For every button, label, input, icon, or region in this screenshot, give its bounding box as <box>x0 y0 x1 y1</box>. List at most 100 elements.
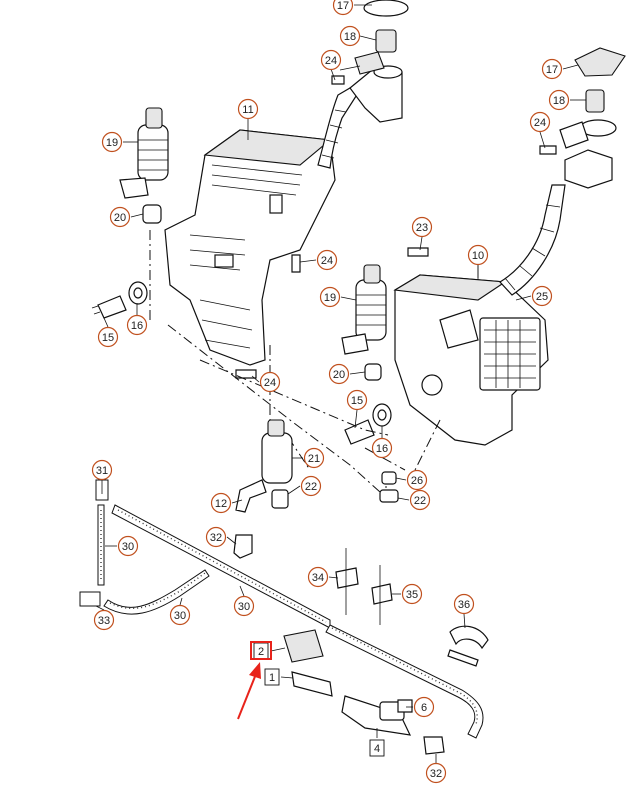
right-pump-19 <box>341 264 387 381</box>
callout-leader <box>330 68 336 81</box>
callout-circle <box>548 89 570 111</box>
callout-circle <box>126 314 148 336</box>
left-connector-15 <box>91 281 148 319</box>
callout-label: 19 <box>106 137 118 149</box>
callout-label: 18 <box>344 31 356 43</box>
callout-circle <box>205 526 227 548</box>
callout-16: 16 <box>126 303 148 336</box>
callout-label: 16 <box>131 320 143 332</box>
callout-30: 30 <box>105 535 139 557</box>
callout-label: 35 <box>406 589 418 601</box>
callout-box <box>264 668 280 686</box>
callout-12: 12 <box>210 492 243 514</box>
callout-label: 17 <box>546 64 558 76</box>
callout-33: 33 <box>93 605 115 631</box>
pump-21 <box>235 419 293 513</box>
callout-35: 35 <box>392 583 423 605</box>
callout-circle <box>117 535 139 557</box>
callout-label: 24 <box>325 55 337 67</box>
callout-label: 26 <box>411 475 423 487</box>
callout-11: 11 <box>237 98 259 120</box>
callout-17: 17 <box>541 58 579 80</box>
callout-34: 34 <box>307 566 339 588</box>
callout-30: 30 <box>169 597 191 626</box>
callout-24: 24 <box>320 49 342 81</box>
callout-15: 15 <box>346 389 368 429</box>
callout-label: 20 <box>333 369 345 381</box>
callout-32: 32 <box>425 754 447 784</box>
callout-leader <box>130 213 144 218</box>
callout-circle <box>319 286 341 308</box>
callout-circle <box>541 58 563 80</box>
callout-18: 18 <box>548 89 586 111</box>
callout-label: 17 <box>337 0 349 12</box>
callout-circle <box>453 593 475 615</box>
callout-circle <box>467 244 489 266</box>
callouts: 1718241718241119202423102515161924201516… <box>91 0 586 784</box>
callout-leader <box>463 613 466 629</box>
callout-label: 22 <box>305 481 317 493</box>
red-arrow <box>237 662 261 720</box>
callout-label: 15 <box>351 395 363 407</box>
callout-22: 22 <box>397 489 431 511</box>
callout-leader <box>270 647 286 652</box>
callout-circle <box>406 469 428 491</box>
callout-10: 10 <box>467 244 489 278</box>
callout-circle <box>101 131 123 153</box>
callout-circle <box>91 459 113 481</box>
bolts <box>235 75 557 379</box>
callout-leader <box>328 576 339 579</box>
callout-circle <box>303 447 325 469</box>
callout-circle <box>109 206 131 228</box>
callout-circle <box>425 762 447 784</box>
callout-circle <box>328 363 350 385</box>
callout-circle <box>259 371 281 393</box>
callout-23: 23 <box>411 216 433 251</box>
callout-leader <box>395 477 407 481</box>
left-filler-neck <box>317 0 409 169</box>
callout-label: 1 <box>269 672 275 684</box>
left-washer-reservoir <box>164 108 336 366</box>
callout-circle <box>371 437 393 459</box>
callout-15: 15 <box>97 317 119 348</box>
callout-leader <box>231 499 243 504</box>
callout-label: 24 <box>264 377 276 389</box>
callout-leader <box>349 371 366 375</box>
highlight-box <box>250 641 272 660</box>
callout-label: 22 <box>414 495 426 507</box>
callout-leader <box>419 236 423 251</box>
callout-label: 16 <box>376 443 388 455</box>
callout-label: 30 <box>238 601 250 613</box>
callout-label: 11 <box>242 104 253 116</box>
callout-circle <box>93 609 115 631</box>
callout-label: 4 <box>374 743 380 755</box>
callout-circle <box>169 604 191 626</box>
callout-leader <box>539 131 546 149</box>
callout-label: 21 <box>308 453 320 465</box>
callout-leader <box>103 317 109 328</box>
callout-30: 30 <box>233 585 255 617</box>
callout-24: 24 <box>251 371 281 393</box>
callout-label: 36 <box>458 599 470 611</box>
callout-2: 2 <box>253 642 286 660</box>
callout-circle <box>339 25 361 47</box>
callout-25: 25 <box>515 285 553 307</box>
plug-26 <box>379 471 399 503</box>
washer-hoses <box>79 479 484 755</box>
callout-label: 32 <box>430 768 442 780</box>
callout-label: 23 <box>416 222 428 234</box>
hose-clips <box>335 548 489 667</box>
callout-circle <box>97 326 119 348</box>
callout-leader <box>287 485 301 495</box>
callout-36: 36 <box>453 593 475 629</box>
nozzle-assembly <box>283 629 413 736</box>
callout-label: 12 <box>215 498 227 510</box>
callout-24: 24 <box>529 111 551 149</box>
callout-leader <box>179 597 183 606</box>
callout-leader <box>299 259 317 263</box>
callout-label: 31 <box>96 465 108 477</box>
callout-leader <box>397 497 410 501</box>
callout-18: 18 <box>339 25 377 47</box>
callout-label: 30 <box>122 541 134 553</box>
